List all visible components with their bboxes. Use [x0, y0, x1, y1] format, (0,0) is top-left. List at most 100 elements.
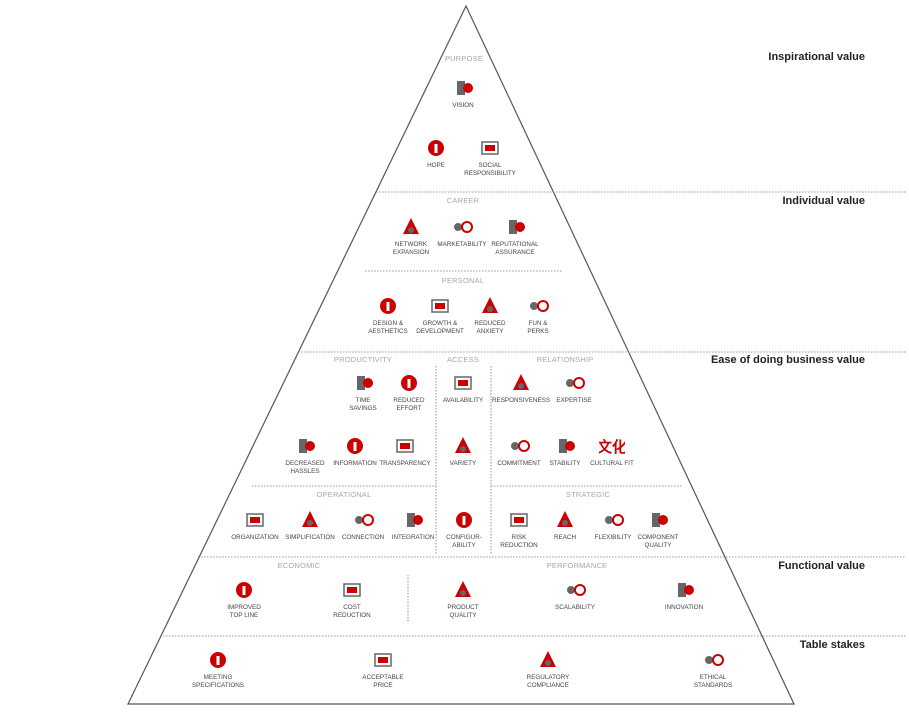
value-element-label: VISION: [452, 102, 474, 109]
value-element-label: IMPROVED TOP LINE: [227, 604, 261, 619]
value-element: EXPERTISE: [539, 371, 609, 405]
value-element: REDUCED EFFORT: [374, 371, 444, 413]
growth-chart-icon: [209, 578, 279, 602]
category-heading: STRATEGIC: [565, 490, 611, 499]
dots-to-circle-icon: [275, 508, 345, 532]
value-element: DECREASED HASSLES: [270, 434, 340, 476]
value-element-label: VARIETY: [449, 460, 477, 467]
value-element: IMPROVED TOP LINE: [209, 578, 279, 620]
stars-rating-icon: [480, 215, 550, 239]
value-element: MARKETABILITY: [427, 215, 497, 249]
folders-icon: [220, 508, 290, 532]
category-heading: PURPOSE: [444, 54, 484, 63]
scale-up-icon: [540, 578, 610, 602]
value-element-label: AVAILABILITY: [442, 397, 484, 404]
antenna-icon: [530, 508, 600, 532]
value-element: COMPONENT QUALITY: [623, 508, 693, 550]
puzzle-icon: [378, 508, 448, 532]
category-heading: ECONOMIC: [277, 561, 321, 570]
value-element: VARIETY: [428, 434, 498, 468]
culture-glyph-icon: 文化: [577, 434, 647, 458]
value-element: TIME SAVINGS: [328, 371, 398, 413]
value-element: REGULATORY COMPLIANCE: [513, 648, 583, 690]
value-element-label: FUN & PERKS: [527, 320, 549, 335]
thumbs-up-icon: [428, 578, 498, 602]
value-element-label: HOPE: [427, 162, 445, 169]
value-element: COST REDUCTION: [317, 578, 387, 620]
value-element-label: CULTURAL FIT: [590, 460, 634, 467]
telescope-icon: [428, 76, 498, 100]
handshake-icon: [678, 648, 748, 672]
value-element-label: TRANSPARENCY: [379, 460, 431, 467]
value-element-label: NETWORK EXPANSION: [392, 241, 430, 256]
window-icon: [370, 434, 440, 458]
ribbon-icon: [401, 136, 471, 160]
value-element-label: GROWTH & DEVELOPMENT: [416, 320, 464, 335]
value-element: TRANSPARENCY: [370, 434, 440, 468]
category-heading: RELATIONSHIP: [536, 355, 594, 364]
value-element: FUN & PERKS: [503, 294, 573, 336]
grid-icon: [428, 371, 498, 395]
category-heading: PERSONAL: [441, 276, 485, 285]
chip-icon: [623, 508, 693, 532]
value-element: INFORMATION: [320, 434, 390, 468]
pulley-icon: [374, 371, 444, 395]
info-icon: [320, 434, 390, 458]
hub-icon: [328, 508, 398, 532]
gyroscope-icon: [530, 434, 600, 458]
value-element: REDUCED ANXIETY: [455, 294, 525, 336]
tier-label: Individual value: [782, 195, 865, 207]
value-element: FLEXIBILITY: [578, 508, 648, 542]
value-element-label: MARKETABILITY: [437, 241, 487, 248]
value-element: AVAILABILITY: [428, 371, 498, 405]
value-element: SOCIAL RESPONSIBILITY: [455, 136, 525, 178]
tier-label: Functional value: [778, 560, 865, 572]
value-element: 文化 CULTURAL FIT: [577, 434, 647, 468]
hands-globe-icon: [455, 136, 525, 160]
pen-paper-icon: [484, 434, 554, 458]
category-heading: PERFORMANCE: [546, 561, 608, 570]
value-element-label: SCALABILITY: [555, 604, 595, 611]
category-heading: ACCESS: [446, 355, 480, 364]
category-heading: PRODUCTIVITY: [333, 355, 393, 364]
value-element-label: STABILITY: [549, 460, 581, 467]
wrench-icon: [429, 508, 499, 532]
value-element-label: REPUTATIONAL ASSURANCE: [491, 241, 539, 256]
value-element: CONNECTION: [328, 508, 398, 542]
value-element-label: PRODUCT QUALITY: [447, 604, 479, 619]
hand-money-icon: [348, 648, 418, 672]
value-element-label: RISK REDUCTION: [500, 534, 538, 549]
value-element: ACCEPTABLE PRICE: [348, 648, 418, 690]
value-element-label: INNOVATION: [664, 604, 704, 611]
value-element-label: SIMPLIFICATION: [285, 534, 335, 541]
network-icon: [376, 215, 446, 239]
value-element-label: ACCEPTABLE PRICE: [362, 674, 404, 689]
value-element: VISION: [428, 76, 498, 110]
svg-text:文化: 文化: [599, 438, 625, 456]
pencil-ruler-icon: [353, 294, 423, 318]
value-element: ETHICAL STANDARDS: [678, 648, 748, 690]
value-element-label: REGULATORY COMPLIANCE: [526, 674, 570, 689]
watch-icon: [328, 371, 398, 395]
value-element: CONFIGUR- ABILITY: [429, 508, 499, 550]
price-tag-scissors-icon: [317, 578, 387, 602]
expert-person-icon: [539, 371, 609, 395]
value-element-label: EXPERTISE: [556, 397, 592, 404]
value-element-label: REACH: [553, 534, 577, 541]
tier-label: Ease of doing business value: [710, 354, 865, 366]
value-element: INNOVATION: [649, 578, 719, 612]
value-element-label: REDUCED EFFORT: [393, 397, 425, 412]
value-element-label: INTEGRATION: [391, 534, 435, 541]
tea-cup-icon: [455, 294, 525, 318]
value-element-label: SOCIAL RESPONSIBILITY: [464, 162, 516, 177]
value-element-label: COST REDUCTION: [333, 604, 371, 619]
category-heading: CAREER: [446, 196, 480, 205]
value-element-label: INFORMATION: [333, 460, 377, 467]
value-element-label: REDUCED ANXIETY: [474, 320, 506, 335]
value-element: COMMITMENT: [484, 434, 554, 468]
clipboard-icon: [513, 648, 583, 672]
value-element-label: TIME SAVINGS: [349, 397, 377, 412]
category-heading: OPERATIONAL: [316, 490, 372, 499]
